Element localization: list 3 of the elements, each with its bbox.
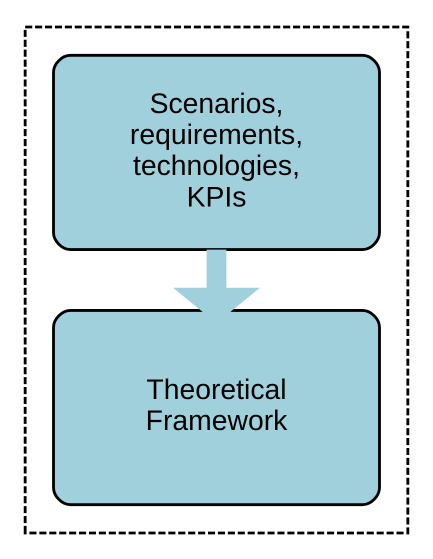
node-box: Scenarios, requirements, technologies, KPIs xyxy=(52,53,381,250)
node-box: Theoretical Framework xyxy=(52,308,381,506)
cluster xyxy=(24,25,410,534)
